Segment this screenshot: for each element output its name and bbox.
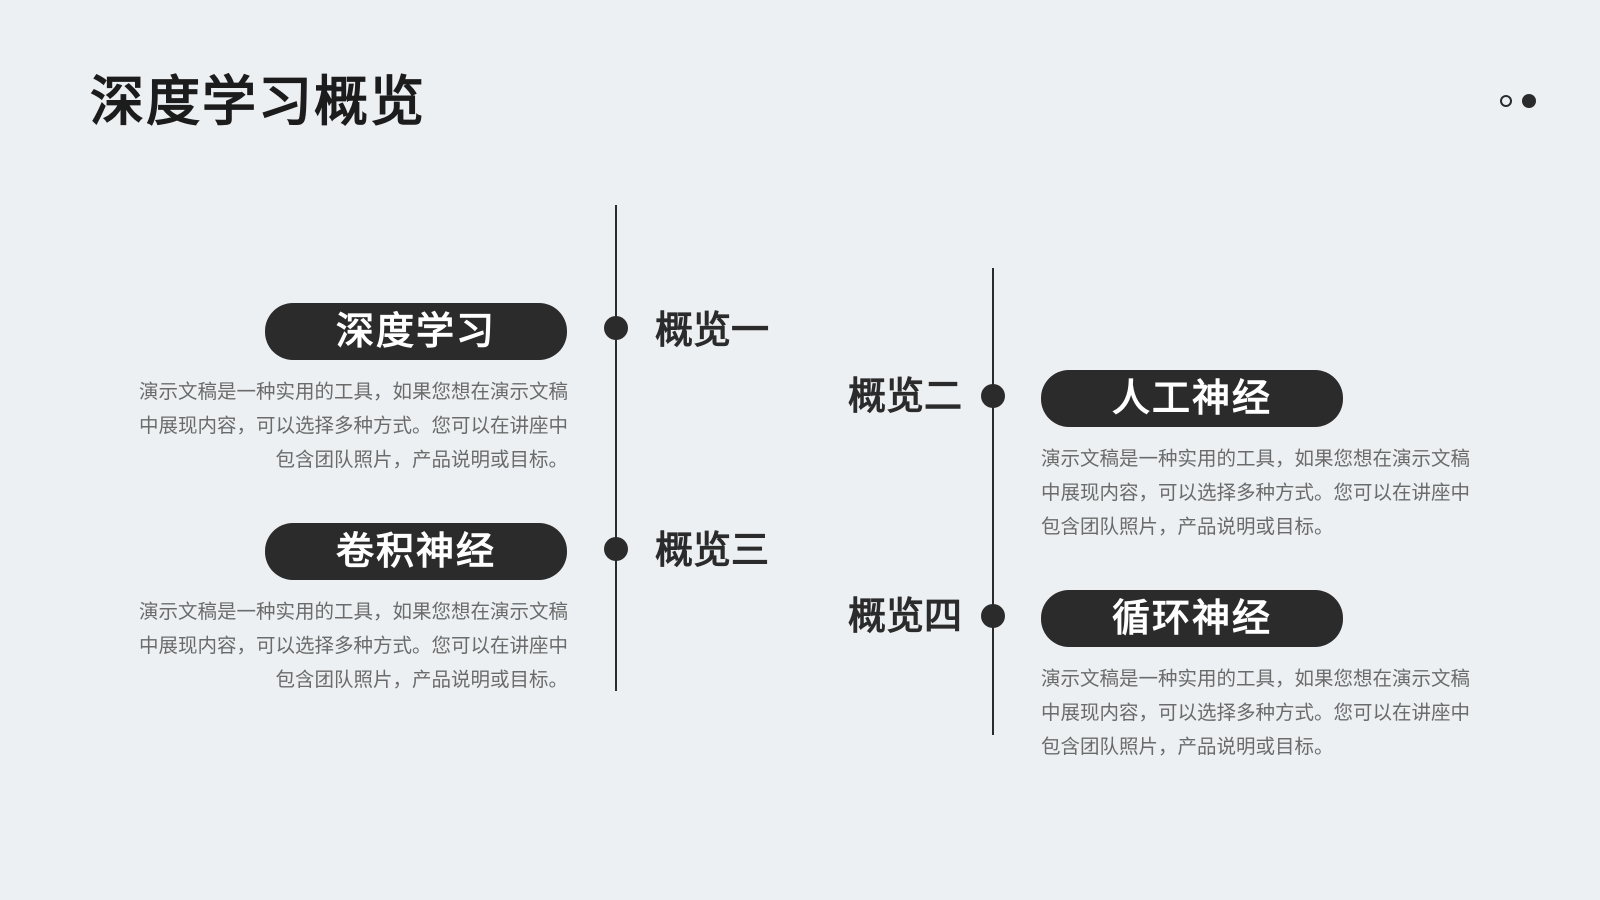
description-line: 包含团队照片，产品说明或目标。 [1041,515,1334,538]
item-2-description: 演示文稿是一种实用的工具，如果您想在演示文稿 中展现内容，可以选择多种方式。您可… [1041,442,1511,544]
item-4-description: 演示文稿是一种实用的工具，如果您想在演示文稿 中展现内容，可以选择多种方式。您可… [1041,662,1511,764]
description-line: 演示文稿是一种实用的工具，如果您想在演示文稿 [1041,447,1471,470]
item-1-node [604,316,628,340]
description-line: 包含团队照片，产品说明或目标。 [1041,735,1334,758]
description-line: 演示文稿是一种实用的工具，如果您想在演示文稿 [138,380,568,403]
left-timeline-line [615,205,617,691]
item-3-node [604,537,628,561]
item-4-heading: 循环神经 [1041,590,1343,647]
item-2-heading: 人工神经 [1041,370,1343,427]
filled-circle-icon [1522,94,1536,108]
item-1-heading: 深度学习 [265,303,567,360]
item-4-node [981,604,1005,628]
description-line: 中展现内容，可以选择多种方式。您可以在讲座中 [1041,481,1471,504]
decorative-dots [1500,94,1536,108]
description-line: 中展现内容，可以选择多种方式。您可以在讲座中 [138,414,568,437]
description-line: 演示文稿是一种实用的工具，如果您想在演示文稿 [1041,667,1471,690]
item-3-description: 演示文稿是一种实用的工具，如果您想在演示文稿 中展现内容，可以选择多种方式。您可… [98,595,568,697]
item-2-node [981,384,1005,408]
right-timeline-line [992,268,994,735]
item-1-overview-label: 概览一 [655,308,770,352]
description-line: 演示文稿是一种实用的工具，如果您想在演示文稿 [138,600,568,623]
page-title: 深度学习概览 [90,70,426,133]
description-line: 包含团队照片，产品说明或目标。 [275,448,568,471]
description-line: 包含团队照片，产品说明或目标。 [275,668,568,691]
item-2-overview-label: 概览二 [847,374,962,418]
item-3-heading: 卷积神经 [265,523,567,580]
description-line: 中展现内容，可以选择多种方式。您可以在讲座中 [1041,701,1471,724]
hollow-circle-icon [1500,95,1512,107]
item-1-description: 演示文稿是一种实用的工具，如果您想在演示文稿 中展现内容，可以选择多种方式。您可… [98,375,568,477]
description-line: 中展现内容，可以选择多种方式。您可以在讲座中 [138,634,568,657]
item-4-overview-label: 概览四 [847,594,962,638]
item-3-overview-label: 概览三 [655,528,770,572]
